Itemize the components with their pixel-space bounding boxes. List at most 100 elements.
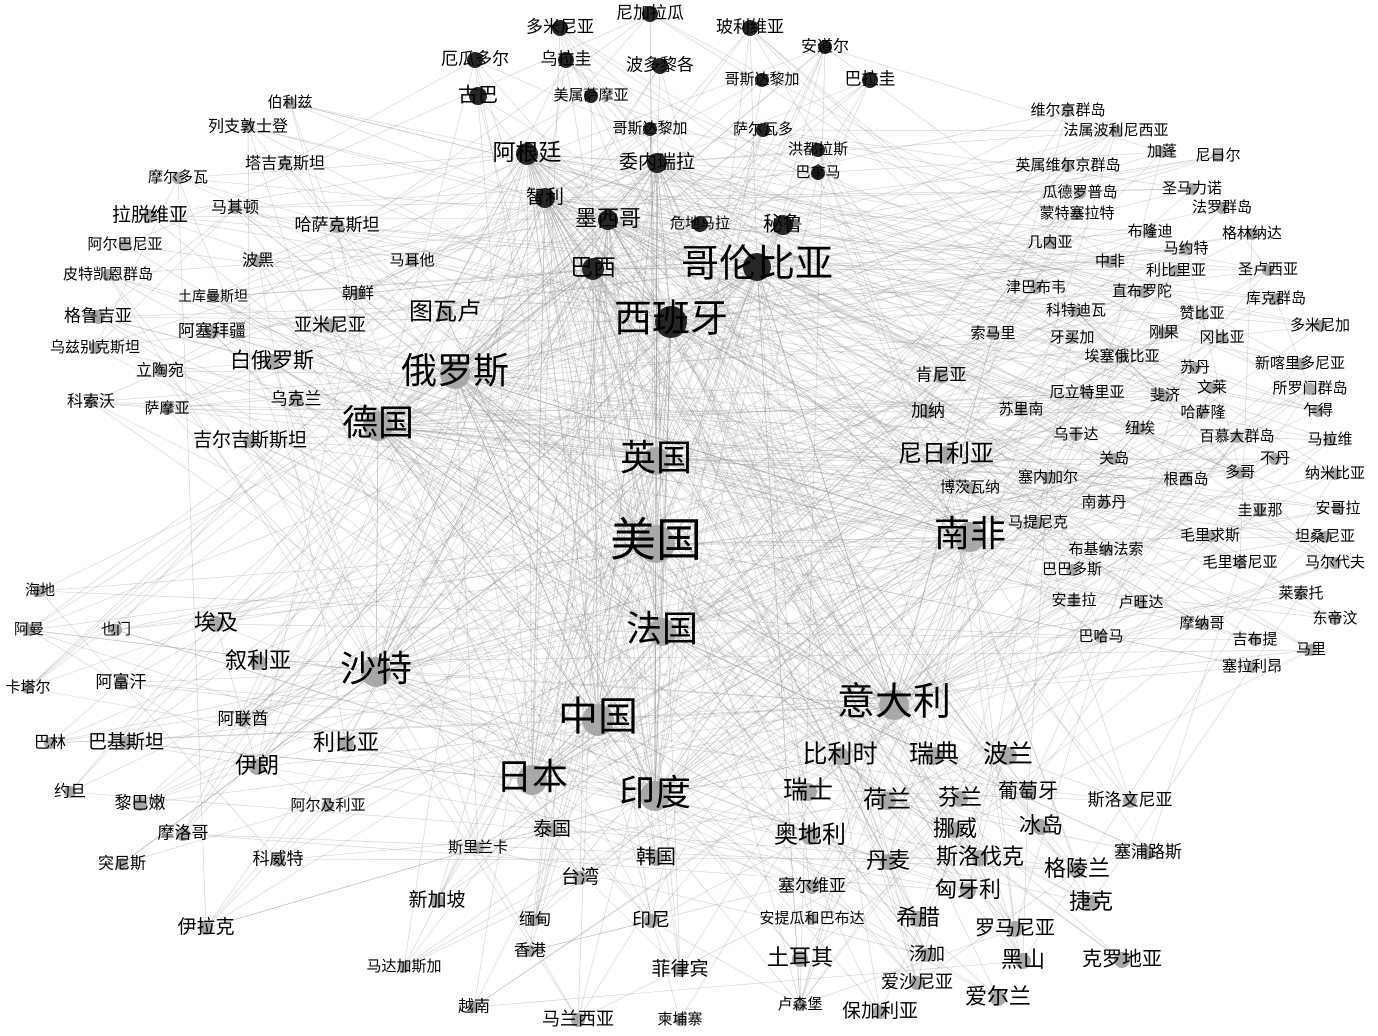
graph-edge bbox=[277, 857, 981, 861]
node-label: 利比里亚 bbox=[1146, 261, 1206, 279]
graph-edge bbox=[28, 629, 329, 807]
graph-edge bbox=[454, 27, 751, 375]
graph-edge bbox=[115, 629, 656, 797]
graph-edge bbox=[474, 59, 1131, 802]
graph-node bbox=[1294, 358, 1306, 370]
graph-edge bbox=[357, 79, 763, 295]
graph-edge bbox=[212, 296, 456, 375]
node-label: 巴基斯坦 bbox=[88, 731, 164, 753]
graph-node bbox=[1270, 293, 1282, 305]
graph-edge bbox=[139, 631, 663, 805]
graph-edge bbox=[544, 197, 919, 920]
graph-edge bbox=[182, 833, 969, 892]
graph-edge bbox=[149, 153, 528, 217]
graph-edge bbox=[969, 536, 1016, 930]
graph-edge bbox=[655, 543, 981, 859]
node-label: 乍得 bbox=[1303, 401, 1333, 419]
graph-edge bbox=[526, 153, 656, 797]
graph-edge bbox=[1209, 508, 1339, 537]
graph-edge bbox=[1075, 310, 1241, 474]
graph-node bbox=[1231, 431, 1243, 443]
node-label: 突尼斯 bbox=[98, 854, 146, 873]
graph-edge bbox=[1163, 298, 1277, 334]
graph-edge bbox=[597, 287, 1037, 721]
graph-node bbox=[582, 704, 614, 736]
graph-edge bbox=[817, 149, 942, 377]
graph-node bbox=[801, 827, 819, 845]
graph-node bbox=[880, 854, 896, 870]
graph-edge bbox=[756, 266, 1049, 479]
graph-node bbox=[110, 624, 122, 636]
graph-edge bbox=[345, 543, 657, 745]
graph-edge bbox=[329, 325, 456, 375]
graph-edge bbox=[749, 27, 758, 268]
node-label: 赞比亚 bbox=[1179, 304, 1224, 322]
graph-edge bbox=[284, 59, 476, 165]
graph-edge bbox=[529, 719, 599, 952]
graph-edge bbox=[559, 27, 1238, 438]
graph-edge bbox=[945, 192, 1081, 456]
node-label: 阿尔巴尼亚 bbox=[87, 235, 162, 253]
graph-edge bbox=[256, 153, 528, 768]
graph-edge bbox=[124, 244, 672, 323]
graph-edge bbox=[375, 631, 663, 673]
graph-edge bbox=[655, 213, 1078, 462]
graph-edge bbox=[375, 460, 657, 673]
graph-edge bbox=[377, 425, 533, 781]
graph-edge bbox=[756, 248, 1187, 268]
node-label: 斐济 bbox=[1150, 386, 1180, 404]
node-label: 斯里兰卡 bbox=[448, 838, 508, 856]
graph-edge bbox=[655, 460, 801, 1006]
graph-edge bbox=[544, 59, 567, 199]
graph-edge bbox=[649, 128, 819, 151]
graph-edge bbox=[1027, 477, 1049, 793]
node-label: 智利 bbox=[526, 186, 564, 208]
graph-node bbox=[952, 791, 968, 807]
graph-edge bbox=[212, 296, 657, 545]
graph-node bbox=[1295, 588, 1307, 600]
graph-edge bbox=[670, 46, 826, 323]
node-label: 苏里南 bbox=[998, 400, 1043, 418]
node-label: 缅甸 bbox=[519, 910, 551, 929]
graph-edge bbox=[607, 219, 1302, 595]
graph-edge bbox=[654, 631, 663, 797]
graph-edge bbox=[893, 332, 1165, 706]
graph-node bbox=[921, 405, 935, 419]
graph-edge bbox=[375, 321, 672, 673]
graph-edge bbox=[375, 543, 657, 673]
graph-edge bbox=[670, 321, 947, 456]
graph-edge bbox=[454, 162, 658, 375]
graph-edge bbox=[375, 671, 681, 971]
node-label: 克罗地亚 bbox=[1082, 947, 1162, 971]
graph-node bbox=[1033, 819, 1049, 835]
graph-edge bbox=[377, 425, 663, 633]
graph-node bbox=[102, 269, 114, 281]
graph-edge bbox=[655, 460, 895, 706]
graph-edge bbox=[107, 274, 657, 462]
graph-node bbox=[1234, 557, 1246, 569]
graph-edge bbox=[893, 458, 1276, 706]
graph-edge bbox=[211, 331, 599, 721]
node-label: 坦桑尼亚 bbox=[1295, 527, 1355, 545]
graph-edge bbox=[477, 95, 656, 797]
graph-edge bbox=[403, 224, 784, 968]
graph-edge bbox=[756, 266, 1213, 389]
graph-edge bbox=[799, 536, 1326, 960]
graph-node bbox=[545, 823, 559, 837]
graph-edge bbox=[597, 719, 801, 960]
graph-edge bbox=[565, 59, 1142, 604]
node-label: 秘鲁 bbox=[763, 212, 803, 236]
graph-edge bbox=[39, 425, 379, 592]
graph-edge bbox=[531, 392, 1088, 781]
graph-node bbox=[1135, 597, 1147, 609]
graph-edge bbox=[597, 631, 663, 721]
graph-edge bbox=[886, 536, 971, 802]
graph-edge bbox=[654, 224, 784, 797]
graph-edge bbox=[27, 197, 546, 689]
graph-edge bbox=[1221, 207, 1269, 271]
graph-node bbox=[811, 143, 825, 157]
graph-edge bbox=[454, 197, 546, 375]
graph-edge bbox=[526, 153, 1177, 272]
graph-edge bbox=[927, 392, 1088, 413]
graph-edge bbox=[454, 373, 895, 706]
